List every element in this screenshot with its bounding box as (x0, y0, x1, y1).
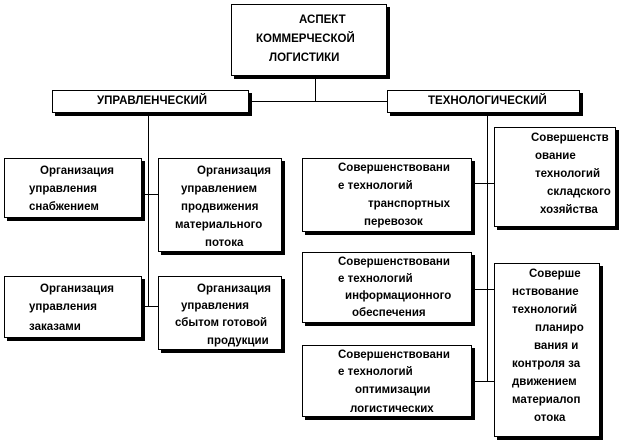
connector-left-1 (142, 194, 158, 195)
root-line-3: ЛОГИСТИКИ (269, 52, 340, 64)
management-header: УПРАВЛЕНЧЕСКИЙ (52, 90, 249, 113)
sales-management-box: Организация управления сбытом готовой пр… (158, 276, 282, 350)
supply-management-box: Организация управления снабжением (4, 158, 142, 218)
box-line: Совершенств (531, 132, 609, 144)
root-line-1: АСПЕКТ (299, 14, 346, 26)
orders-management-box: Организация управления заказами (4, 276, 142, 338)
box-line: управления (181, 300, 249, 312)
box-line: отока (534, 412, 566, 424)
technology-header: ТЕХНОЛОГИЧЕСКИЙ (387, 90, 580, 113)
box-line: продвижения (181, 201, 259, 213)
transport-tech-box: Совершенствовани е технологий транспортн… (302, 158, 472, 232)
box-line: сбытом готовой (175, 317, 268, 329)
box-line: потока (205, 237, 244, 249)
box-line: технологий (535, 168, 601, 180)
box-line: контроля за (512, 358, 581, 370)
box-line: снабжением (29, 201, 99, 213)
box-line: Соверше (529, 268, 581, 280)
box-line: продукции (207, 335, 269, 347)
box-line: движением (512, 376, 577, 388)
optimization-tech-box: Совершенствовани е технологий оптимизаци… (302, 345, 472, 417)
box-line: складского (547, 186, 611, 198)
connector-right-1 (472, 183, 494, 184)
connector-top-horizontal (249, 101, 387, 102)
box-line: материалоп (512, 394, 581, 406)
box-line: нствование (512, 286, 579, 298)
box-line: логистических (350, 403, 434, 415)
box-line: вания и (534, 340, 579, 352)
information-tech-box: Совершенствовани е технологий информацио… (302, 252, 472, 323)
root-box: АСПЕКТ КОММЕРЧЕСКОЙ ЛОГИСТИКИ (231, 4, 387, 76)
connector-right-trunk (487, 113, 488, 381)
connector-left-trunk (148, 113, 149, 306)
warehouse-tech-box: Совершенств ование технологий складского… (494, 127, 616, 227)
box-line: е технологий (338, 180, 413, 192)
box-line: оптимизации (355, 384, 431, 396)
box-line: обеспечения (352, 307, 426, 319)
box-line: Совершенствовани (338, 162, 450, 174)
root-line-2: КОММЕРЧЕСКОЙ (256, 33, 355, 45)
planning-control-tech-box: Соверше нствование технологий планиро ва… (494, 263, 600, 437)
box-line: планиро (535, 322, 584, 334)
box-line: Организация (197, 283, 271, 295)
box-line: заказами (29, 321, 81, 333)
box-line: транспортных (368, 198, 451, 210)
box-line: управления (29, 183, 97, 195)
connector-root-down (315, 76, 316, 101)
box-line: материального (175, 219, 263, 231)
management-header-label: УПРАВЛЕНЧЕСКИЙ (97, 95, 208, 107)
box-line: е технологий (338, 366, 413, 378)
technology-header-label: ТЕХНОЛОГИЧЕСКИЙ (428, 95, 547, 107)
box-line: управления (29, 301, 97, 313)
connector-right-2 (472, 289, 494, 290)
box-line: Организация (197, 165, 271, 177)
material-flow-box: Организация управлением продвижения мате… (158, 158, 282, 252)
box-line: ование (535, 150, 576, 162)
box-line: Организация (40, 283, 114, 295)
box-line: хозяйства (540, 204, 598, 216)
box-line: Совершенствовани (338, 349, 450, 361)
box-line: управлением (181, 183, 257, 195)
connector-right-3 (472, 381, 494, 382)
box-line: перевозок (364, 216, 423, 228)
connector-left-2 (142, 306, 158, 307)
box-line: технологий (512, 304, 578, 316)
box-line: е технологий (338, 273, 413, 285)
box-line: Организация (40, 165, 114, 177)
box-line: информационного (345, 290, 452, 302)
box-line: Совершенствовани (338, 256, 450, 268)
